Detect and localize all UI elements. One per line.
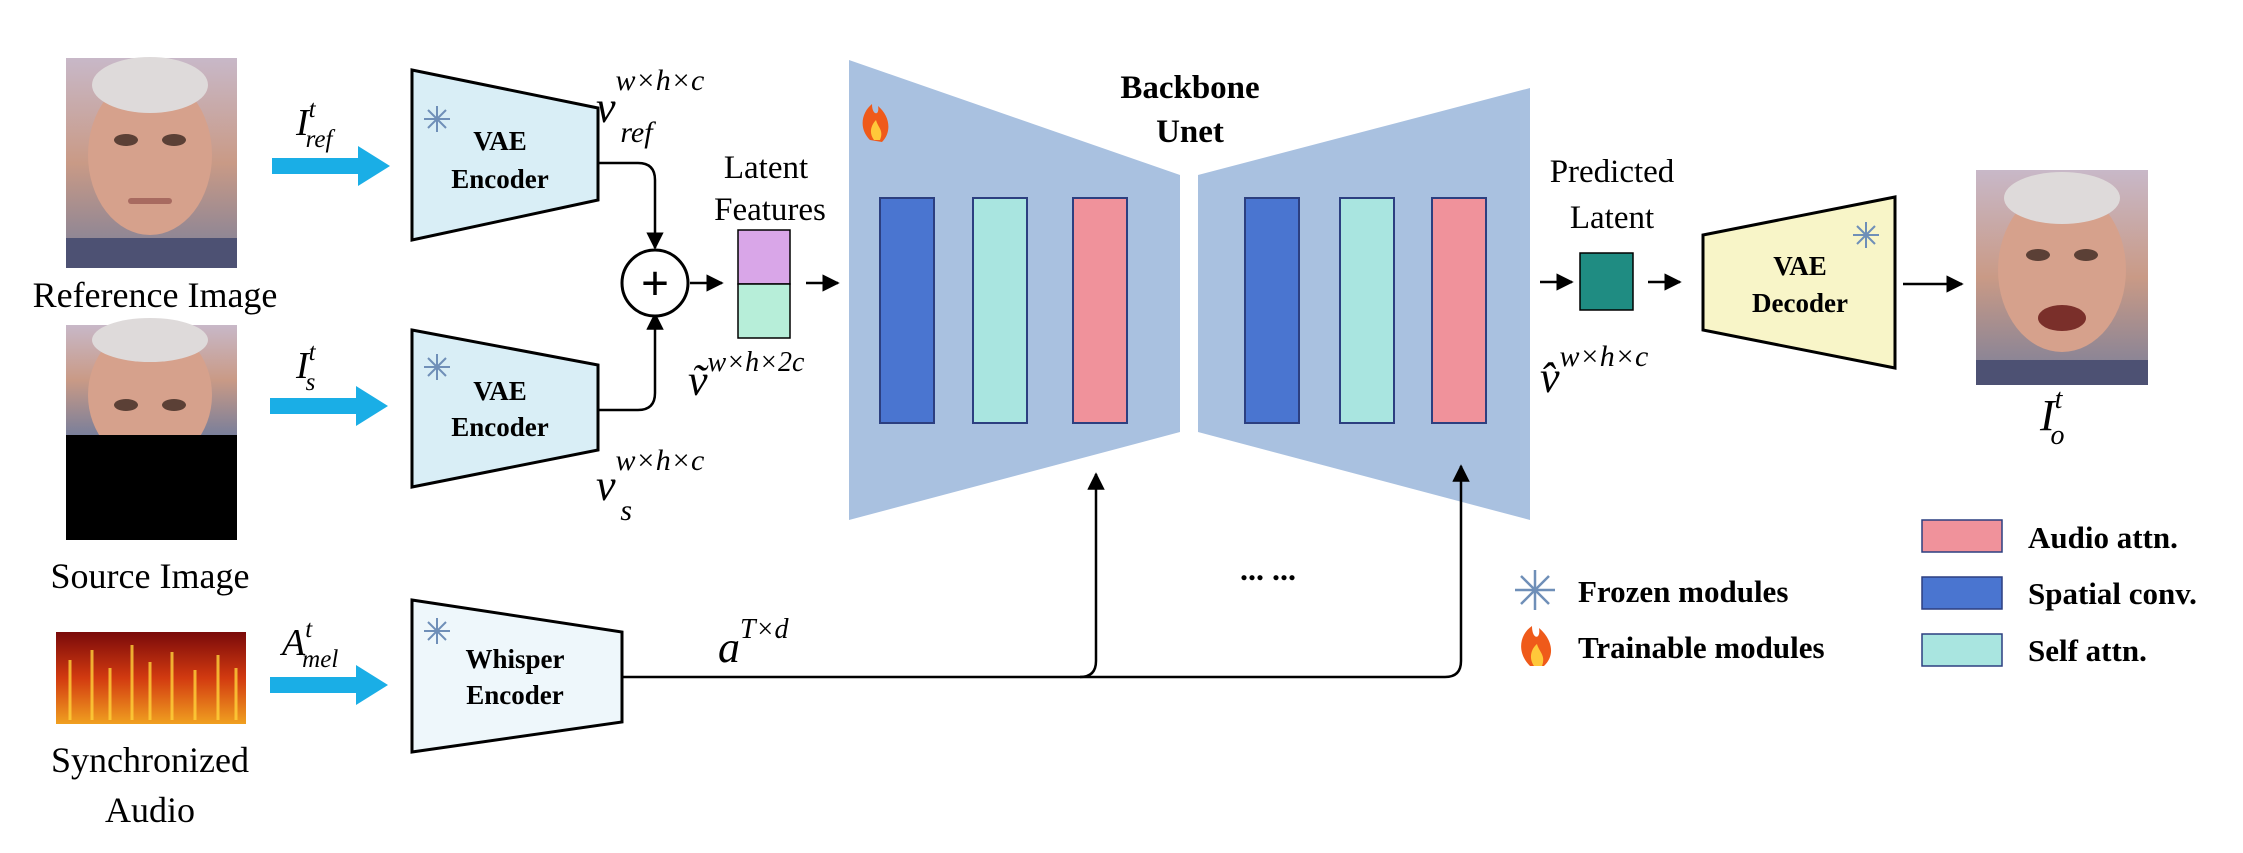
audio-input-arrow	[270, 665, 388, 705]
legend-frozen-label: Frozen modules	[1578, 574, 1788, 609]
backbone-label-2: Unet	[1156, 114, 1224, 150]
sup-whc: w×h×c	[1560, 340, 1649, 373]
vae-encoder-label-1: VAE	[473, 376, 527, 406]
whisper-encoder-label-2: Encoder	[466, 680, 564, 710]
self-attn-block	[1339, 197, 1395, 424]
vae-encoder-label-2: Encoder	[451, 412, 549, 442]
sup-t: t	[305, 616, 313, 643]
backbone-label-1: Backbone	[1120, 70, 1259, 106]
latent-features-label-2: Features	[714, 192, 826, 228]
symbol-v: v	[596, 461, 616, 510]
symbol-A: A	[279, 622, 306, 664]
spatial-conv-block	[1244, 197, 1300, 424]
vae-encoder-reference: VAE Encoder	[410, 68, 600, 242]
flame-icon	[862, 104, 889, 142]
v-ref-symbol: vw×h×c ref	[596, 64, 704, 149]
snowflake-icon	[1515, 570, 1555, 610]
sub-o: o	[2050, 420, 2064, 451]
snowflake-icon	[424, 106, 450, 132]
ellipsis: ... ...	[1240, 551, 1296, 587]
reference-image-label: Reference Image	[33, 275, 278, 315]
sup-Td: T×d	[740, 614, 789, 645]
audio-input-symbol: At mel	[279, 616, 338, 673]
output-image	[1976, 170, 2148, 385]
vae-encoder-label-1: VAE	[473, 126, 527, 156]
legend-audio-attn-label: Audio attn.	[2028, 520, 2178, 555]
audio-attn-block	[1431, 197, 1487, 424]
symbol-v: v	[596, 83, 616, 132]
sub-s: s	[620, 494, 632, 527]
legend-self-attn-swatch	[1921, 633, 2003, 667]
predicted-latent-block	[1579, 252, 1634, 311]
a-symbol: aT×d	[718, 614, 789, 672]
snowflake-icon	[1853, 222, 1879, 248]
whisper-encoder: Whisper Encoder	[410, 598, 624, 754]
latent-features-block	[737, 229, 791, 339]
legend-audio-attn-swatch	[1921, 519, 2003, 553]
legend-spatial-conv-label: Spatial conv.	[2028, 576, 2197, 611]
symbol-v-hat: v̂	[1540, 353, 1560, 402]
symbol-I: I	[295, 102, 311, 144]
ref-input-arrow	[272, 146, 390, 186]
ref-input-symbol: It ref	[295, 96, 336, 153]
sum-operator: +	[620, 248, 690, 318]
audio-attn-block	[1072, 197, 1128, 424]
source-image-label: Source Image	[51, 556, 250, 596]
sup-wh2c: w×h×2c	[708, 347, 805, 378]
symbol-I: I	[295, 345, 311, 387]
spatial-conv-block	[879, 197, 935, 424]
vae-decoder: VAE Decoder	[1701, 195, 1897, 370]
sup-whc: w×h×c	[616, 64, 705, 97]
audio-label-line1: Synchronized	[51, 740, 249, 780]
sup-whc: w×h×c	[616, 444, 705, 477]
latent-features-label-1: Latent	[724, 150, 808, 186]
predicted-latent-label-2: Latent	[1570, 200, 1654, 236]
vae-decoder-label-2: Decoder	[1752, 288, 1848, 318]
ref-to-plus-connector	[598, 161, 664, 250]
reference-image	[66, 57, 237, 268]
legend-spatial-conv-swatch	[1921, 576, 2003, 610]
source-image	[66, 318, 237, 540]
legend: Frozen modules Trainable modules Audio a…	[1515, 519, 2197, 668]
source-input-arrow	[270, 386, 388, 426]
sub-s: s	[306, 369, 316, 396]
legend-self-attn-label: Self attn.	[2028, 633, 2147, 668]
sup-t: t	[2055, 384, 2064, 415]
legend-trainable-label: Trainable modules	[1578, 630, 1825, 665]
sub-ref: ref	[620, 116, 656, 149]
vae-encoder-source: VAE Encoder	[410, 328, 600, 489]
symbol-I: I	[2039, 391, 2057, 440]
vae-encoder-label-2: Encoder	[451, 164, 549, 194]
sub-ref: ref	[306, 126, 336, 153]
audio-feature-line-2	[1080, 464, 1470, 679]
v-s-symbol: vw×h×c s	[596, 444, 704, 527]
source-to-plus-connector	[598, 312, 664, 412]
plus-symbol: +	[641, 255, 670, 311]
whisper-encoder-label-1: Whisper	[465, 644, 564, 674]
snowflake-icon	[424, 354, 450, 380]
backbone-unet	[849, 60, 1530, 520]
snowflake-icon	[424, 618, 450, 644]
predicted-latent-label-1: Predicted	[1550, 154, 1675, 190]
self-attn-block	[972, 197, 1028, 424]
audio-spectrogram	[56, 632, 246, 724]
sub-mel: mel	[302, 646, 338, 673]
v-hat-symbol: v̂w×h×c	[1540, 340, 1648, 402]
flame-icon	[1521, 626, 1552, 666]
sup-t: t	[309, 96, 317, 123]
vae-decoder-label-1: VAE	[1773, 251, 1827, 281]
v-tilde-symbol: ṽw×h×2c	[688, 347, 805, 405]
symbol-v-tilde: ṽ	[688, 356, 709, 405]
audio-label-line2: Audio	[105, 790, 195, 830]
sup-t: t	[309, 339, 317, 366]
symbol-a: a	[718, 623, 740, 672]
